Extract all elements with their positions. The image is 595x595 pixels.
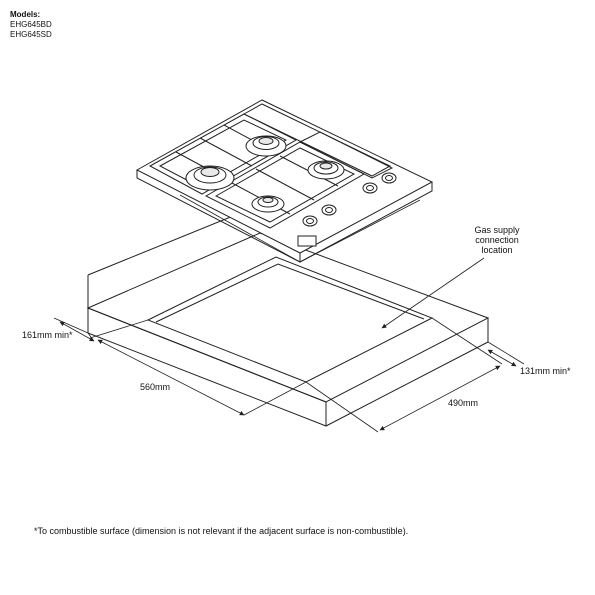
model-code: EHG645SD [10, 30, 52, 39]
dimension-left-clearance-label: 161mm min* [22, 330, 73, 340]
gas-label-line2: connection [475, 235, 519, 245]
control-knobs [302, 172, 397, 227]
pan-support-back [242, 103, 394, 179]
gas-label-line1: Gas supply [474, 225, 520, 235]
burner-front-left [185, 165, 235, 191]
footnote: *To combustible surface (dimension is no… [34, 526, 409, 536]
burner-back-center [245, 135, 287, 157]
gas-supply-callout: Gas supply connection location [381, 225, 520, 329]
gas-leader-line [381, 257, 485, 329]
dimension-right-clearance [487, 341, 525, 367]
knob [362, 182, 378, 194]
dimension-width [87, 332, 307, 416]
gas-label-line3: location [481, 245, 512, 255]
model-code: EHG645BD [10, 20, 52, 29]
models-block: Models: EHG645BD EHG645SD [10, 10, 52, 40]
dimension-left-clearance [53, 317, 149, 342]
knob [302, 215, 318, 227]
knob [321, 204, 337, 216]
burner-right [307, 160, 345, 180]
knob [381, 172, 397, 184]
hob [135, 99, 434, 263]
dimension-right-clearance-label: 131mm min* [520, 366, 571, 376]
models-title: Models: [10, 10, 41, 19]
dimension-width-label: 560mm [140, 382, 170, 392]
burner-front-small [251, 195, 285, 213]
dimension-depth-label: 490mm [448, 398, 478, 408]
